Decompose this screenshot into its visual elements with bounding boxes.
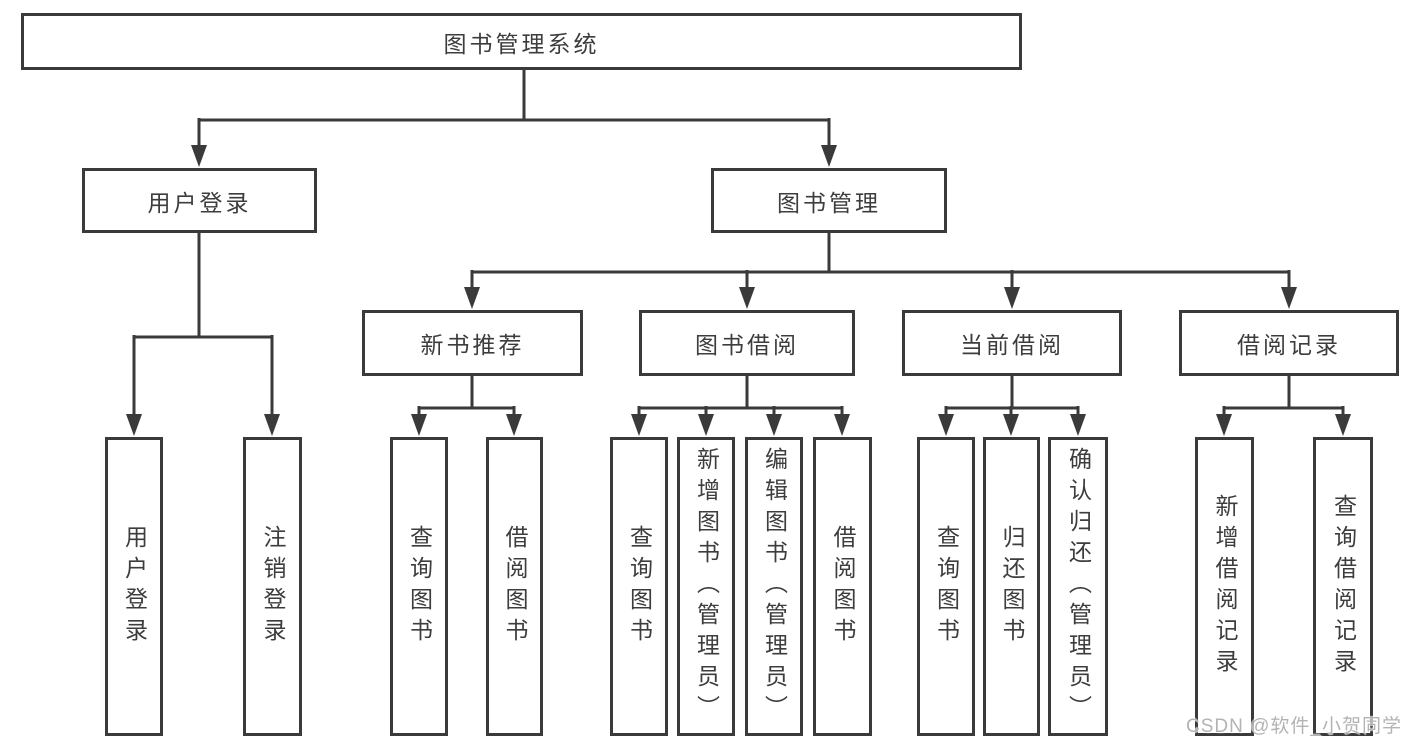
leaf-query-books-current: 查询图书 bbox=[917, 437, 975, 736]
connector-book-management bbox=[470, 233, 1291, 293]
connector-new-book-recommend bbox=[417, 376, 516, 420]
leaf-confirm-return-admin: 确认归还（管理员） bbox=[1048, 437, 1108, 736]
node-book-management: 图书管理 bbox=[711, 168, 947, 233]
connector-borrow-records bbox=[1222, 376, 1345, 420]
leaf-user-login: 用户登录 bbox=[105, 437, 163, 736]
leaf-add-borrow-record: 新增借阅记录 bbox=[1195, 437, 1254, 736]
leaf-return-books: 归还图书 bbox=[983, 437, 1040, 736]
node-root: 图书管理系统 bbox=[21, 13, 1022, 70]
node-new-book-recommend: 新书推荐 bbox=[362, 310, 583, 376]
leaf-add-books-admin: 新增图书（管理员） bbox=[677, 437, 735, 736]
csdn-watermark: CSDN @软件_小贺同学 bbox=[1186, 716, 1402, 737]
arrowheads bbox=[126, 145, 1351, 436]
leaf-query-books-recommend: 查询图书 bbox=[390, 437, 448, 736]
connector-root bbox=[197, 70, 831, 150]
connector-current-borrowing bbox=[944, 376, 1080, 420]
leaf-query-borrow-record: 查询借阅记录 bbox=[1313, 437, 1373, 736]
leaf-borrow-books-recommend: 借阅图书 bbox=[486, 437, 543, 736]
node-book-borrowing: 图书借阅 bbox=[639, 310, 855, 376]
node-current-borrowing: 当前借阅 bbox=[902, 310, 1122, 376]
node-borrow-records: 借阅记录 bbox=[1179, 310, 1399, 376]
connector-user-login bbox=[132, 233, 274, 420]
leaf-borrow-books-borrowing: 借阅图书 bbox=[813, 437, 872, 736]
connector-book-borrowing bbox=[637, 376, 844, 420]
leaf-query-books-borrowing: 查询图书 bbox=[610, 437, 668, 736]
node-user-login: 用户登录 bbox=[82, 168, 317, 233]
leaf-logout: 注销登录 bbox=[243, 437, 302, 736]
leaf-edit-books-admin: 编辑图书（管理员） bbox=[745, 437, 803, 736]
